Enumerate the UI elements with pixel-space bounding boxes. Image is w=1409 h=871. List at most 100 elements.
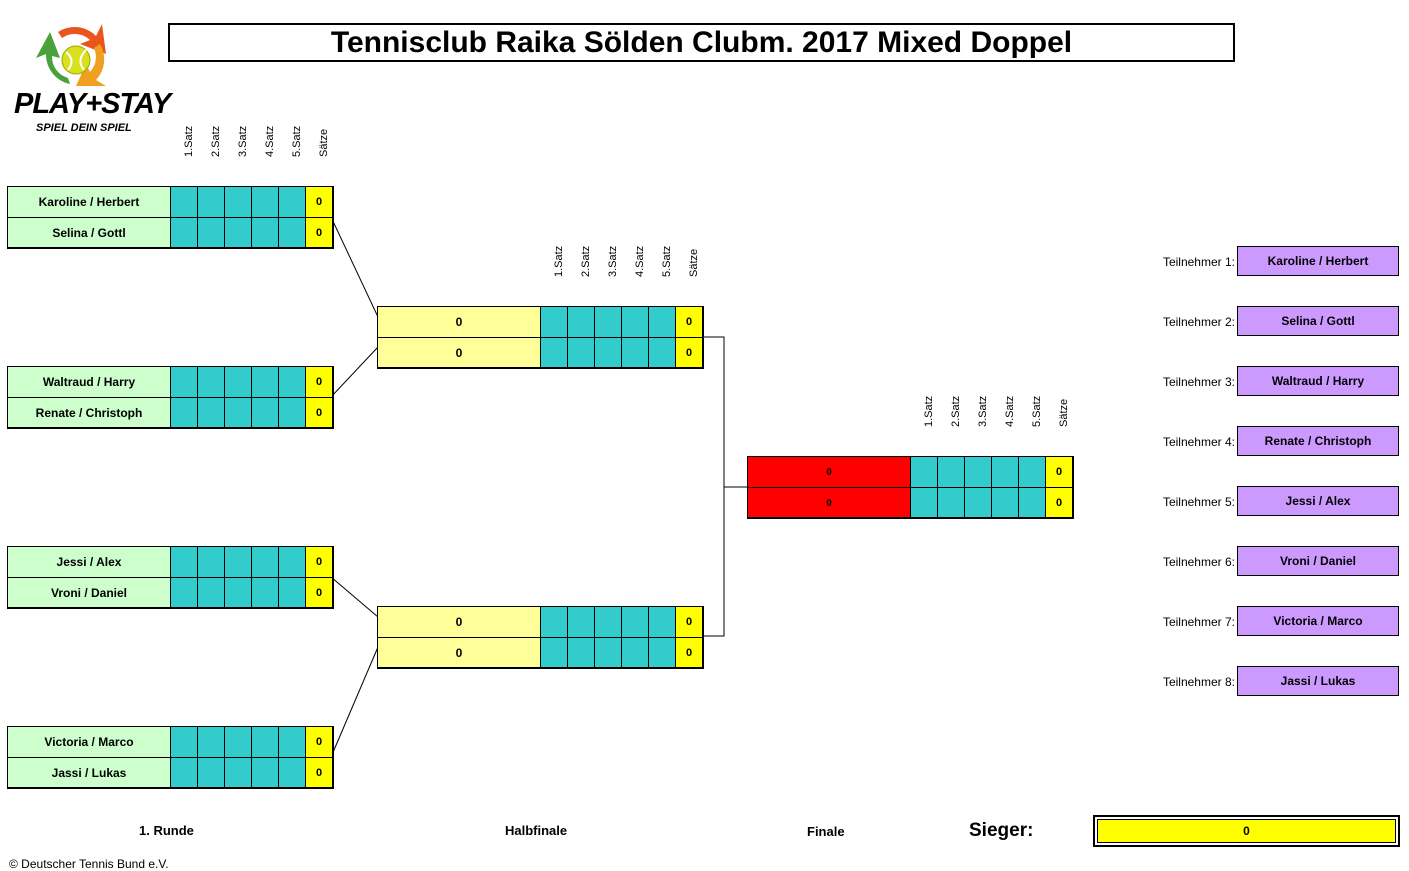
set-cell[interactable] <box>648 338 675 367</box>
set-cell[interactable] <box>991 488 1018 517</box>
participant-name[interactable]: Jassi / Lukas <box>1237 666 1399 696</box>
player-name[interactable]: 0 <box>378 338 540 367</box>
set-cell[interactable] <box>170 758 197 787</box>
set-cell[interactable] <box>197 578 224 607</box>
sets-total[interactable]: 0 <box>305 578 332 607</box>
set-cell[interactable] <box>648 307 675 337</box>
set-cell[interactable] <box>224 578 251 607</box>
set-cell[interactable] <box>197 367 224 397</box>
sets-total[interactable]: 0 <box>305 218 332 247</box>
set-cell[interactable] <box>594 607 621 637</box>
set-cell[interactable] <box>197 727 224 757</box>
set-cell[interactable] <box>910 457 937 487</box>
set-cell[interactable] <box>251 367 278 397</box>
set-cell[interactable] <box>224 398 251 427</box>
winner-value[interactable]: 0 <box>1097 819 1396 843</box>
sets-total[interactable]: 0 <box>305 758 332 787</box>
set-cell[interactable] <box>224 367 251 397</box>
sets-total[interactable]: 0 <box>305 547 332 577</box>
set-cell[interactable] <box>621 607 648 637</box>
set-cell[interactable] <box>594 638 621 667</box>
player-name[interactable]: Jassi / Lukas <box>8 758 170 787</box>
set-cell[interactable] <box>540 607 567 637</box>
sets-total[interactable]: 0 <box>305 398 332 427</box>
player-name[interactable]: 0 <box>378 638 540 667</box>
set-cell[interactable] <box>224 187 251 217</box>
set-cell[interactable] <box>621 338 648 367</box>
participant-name[interactable]: Renate / Christoph <box>1237 426 1399 456</box>
set-cell[interactable] <box>197 398 224 427</box>
set-cell[interactable] <box>910 488 937 517</box>
player-name[interactable]: Selina / Gottl <box>8 218 170 247</box>
set-cell[interactable] <box>991 457 1018 487</box>
player-name[interactable]: Renate / Christoph <box>8 398 170 427</box>
player-name[interactable]: 0 <box>748 457 910 487</box>
set-cell[interactable] <box>224 727 251 757</box>
set-cell[interactable] <box>278 758 305 787</box>
set-cell[interactable] <box>278 367 305 397</box>
set-cell[interactable] <box>251 727 278 757</box>
set-cell[interactable] <box>621 638 648 667</box>
player-name[interactable]: 0 <box>378 307 540 337</box>
set-cell[interactable] <box>170 218 197 247</box>
set-cell[interactable] <box>540 638 567 667</box>
sets-total[interactable]: 0 <box>675 638 702 667</box>
set-cell[interactable] <box>197 758 224 787</box>
participant-name[interactable]: Vroni / Daniel <box>1237 546 1399 576</box>
set-cell[interactable] <box>648 638 675 667</box>
set-cell[interactable] <box>278 727 305 757</box>
set-cell[interactable] <box>251 187 278 217</box>
set-cell[interactable] <box>540 307 567 337</box>
player-name[interactable]: Waltraud / Harry <box>8 367 170 397</box>
set-cell[interactable] <box>937 457 964 487</box>
set-cell[interactable] <box>278 398 305 427</box>
set-cell[interactable] <box>170 398 197 427</box>
set-cell[interactable] <box>621 307 648 337</box>
participant-name[interactable]: Waltraud / Harry <box>1237 366 1399 396</box>
set-cell[interactable] <box>224 758 251 787</box>
participant-name[interactable]: Selina / Gottl <box>1237 306 1399 336</box>
set-cell[interactable] <box>224 218 251 247</box>
set-cell[interactable] <box>964 488 991 517</box>
participant-name[interactable]: Jessi / Alex <box>1237 486 1399 516</box>
set-cell[interactable] <box>1018 488 1045 517</box>
set-cell[interactable] <box>170 187 197 217</box>
set-cell[interactable] <box>170 367 197 397</box>
player-name[interactable]: Vroni / Daniel <box>8 578 170 607</box>
set-cell[interactable] <box>170 578 197 607</box>
set-cell[interactable] <box>937 488 964 517</box>
player-name[interactable]: 0 <box>378 607 540 637</box>
sets-total[interactable]: 0 <box>1045 488 1072 517</box>
set-cell[interactable] <box>197 187 224 217</box>
participant-name[interactable]: Victoria / Marco <box>1237 606 1399 636</box>
set-cell[interactable] <box>170 727 197 757</box>
set-cell[interactable] <box>170 547 197 577</box>
set-cell[interactable] <box>224 547 251 577</box>
set-cell[interactable] <box>197 547 224 577</box>
player-name[interactable]: Karoline / Herbert <box>8 187 170 217</box>
set-cell[interactable] <box>594 338 621 367</box>
sets-total[interactable]: 0 <box>305 727 332 757</box>
sets-total[interactable]: 0 <box>675 307 702 337</box>
set-cell[interactable] <box>567 338 594 367</box>
sets-total[interactable]: 0 <box>305 367 332 397</box>
set-cell[interactable] <box>251 547 278 577</box>
set-cell[interactable] <box>251 218 278 247</box>
set-cell[interactable] <box>567 638 594 667</box>
set-cell[interactable] <box>278 547 305 577</box>
set-cell[interactable] <box>251 758 278 787</box>
set-cell[interactable] <box>540 338 567 367</box>
player-name[interactable]: Jessi / Alex <box>8 547 170 577</box>
player-name[interactable]: 0 <box>748 488 910 517</box>
set-cell[interactable] <box>1018 457 1045 487</box>
participant-name[interactable]: Karoline / Herbert <box>1237 246 1399 276</box>
set-cell[interactable] <box>594 307 621 337</box>
sets-total[interactable]: 0 <box>675 607 702 637</box>
set-cell[interactable] <box>278 187 305 217</box>
set-cell[interactable] <box>964 457 991 487</box>
set-cell[interactable] <box>278 218 305 247</box>
set-cell[interactable] <box>197 218 224 247</box>
set-cell[interactable] <box>278 578 305 607</box>
set-cell[interactable] <box>567 607 594 637</box>
set-cell[interactable] <box>567 307 594 337</box>
